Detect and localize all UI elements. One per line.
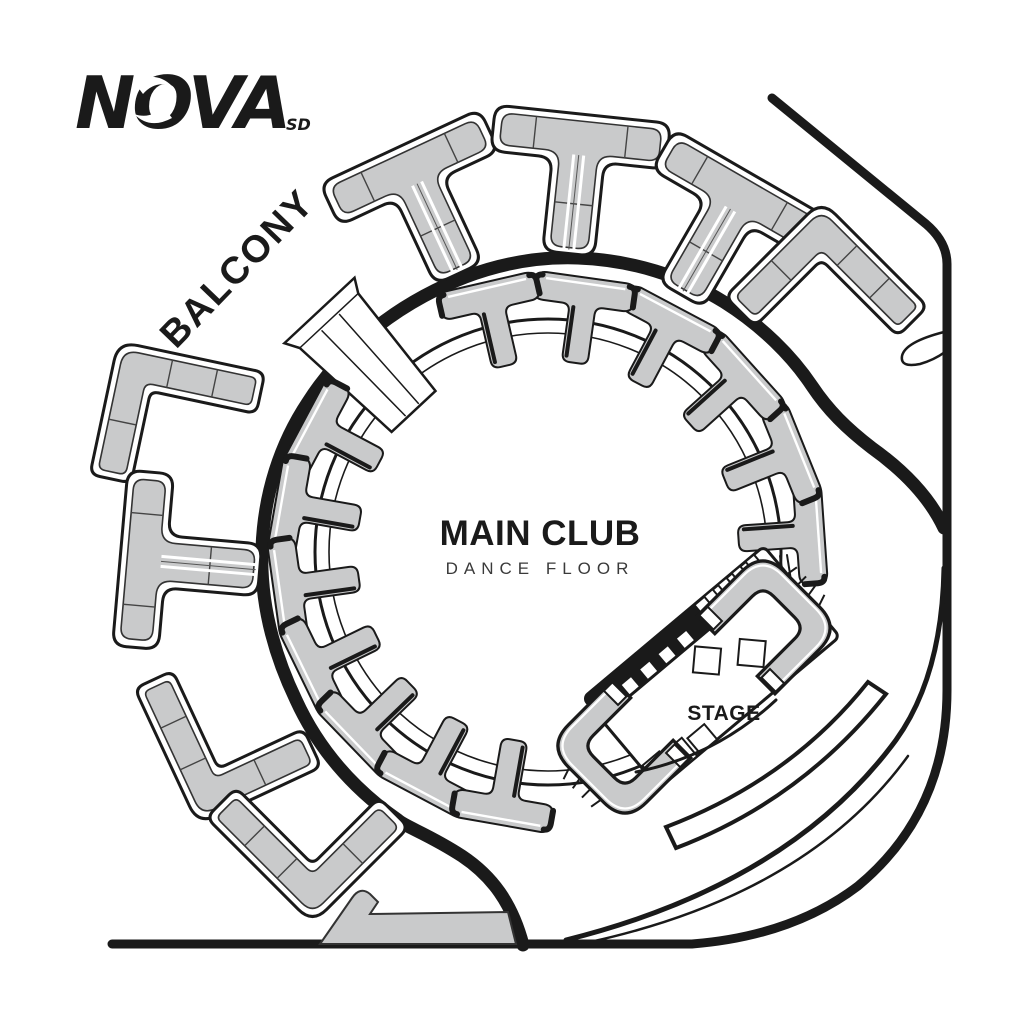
ramp-curve-outer [563,565,947,943]
entrance-walkway [281,275,438,434]
balcony-booth [88,339,267,508]
ramp-curve-inner [588,754,910,944]
curved-bench-outer [663,679,889,851]
hook-table [900,330,947,367]
curved-bench-inner [634,698,778,774]
nova-logo-suffix: SD [286,115,311,134]
main-club-label: MAIN CLUB [440,514,641,553]
outer-boundary-wall [107,93,952,949]
balcony-booth [479,103,673,265]
dance-floor-ring-outer [313,317,783,787]
nova-logo-text: NOVA [75,61,288,145]
nova-logo: NOVA SD [75,61,311,145]
balcony-booth [111,468,269,660]
bottom-bench [318,889,518,945]
stage-label: STAGE [687,702,760,725]
nova-logo-swirl [134,76,172,124]
dance-floor-label: DANCE FLOOR [446,559,635,578]
